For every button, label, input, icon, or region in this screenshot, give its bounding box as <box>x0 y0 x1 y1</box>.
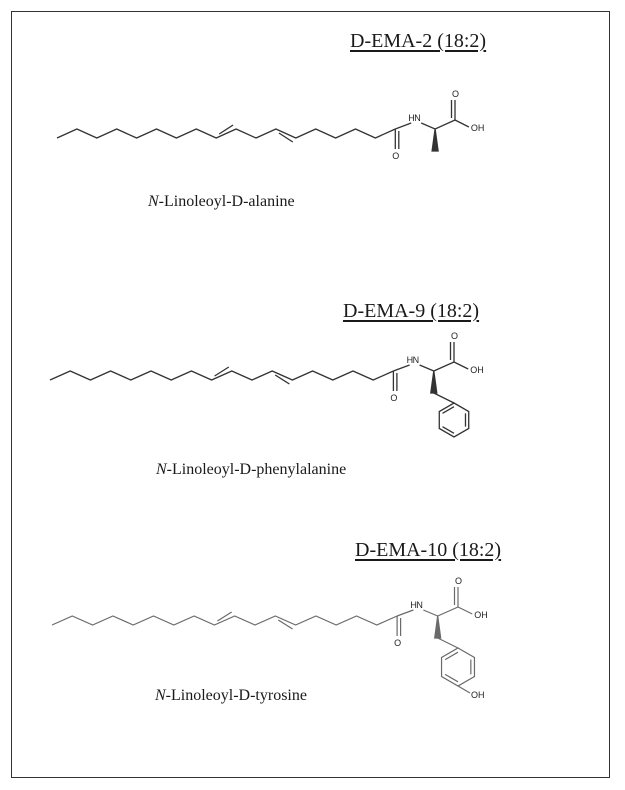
aromatic-double-bond <box>442 406 455 414</box>
carbonyl-oxygen: O <box>390 393 397 403</box>
aromatic-double-bond <box>444 673 459 683</box>
acid-oxygen: O <box>452 89 459 99</box>
acid-hydroxyl: OH <box>470 365 484 375</box>
phenol-hydroxyl: OH <box>471 690 485 700</box>
aromatic-double-bond <box>444 651 459 661</box>
wedge-bond <box>434 615 442 639</box>
double-bond <box>214 366 230 377</box>
amide-h: H <box>410 600 417 610</box>
amide-n: N <box>413 355 420 365</box>
acid-oh-bond <box>457 606 473 615</box>
fatty-acyl-chain <box>49 370 394 381</box>
n-calpha-bond <box>420 122 436 130</box>
carbonyl-oxygen: O <box>392 151 399 161</box>
phenol-bond <box>457 685 471 694</box>
benzyl-bond <box>437 637 459 649</box>
compound-name: N-Linoleoyl-D-alanine <box>148 193 295 210</box>
double-bond <box>274 374 290 385</box>
amide-n: N <box>414 113 421 123</box>
compound-code: D-EMA-10 (18:2) <box>355 539 502 561</box>
amide-h: H <box>407 355 414 365</box>
carbonyl-oxygen: O <box>394 638 401 648</box>
amide-bond <box>393 364 410 372</box>
phenyl-ring <box>438 402 470 438</box>
amide-bond <box>396 609 414 617</box>
aromatic-double-bond <box>442 426 455 434</box>
amide-n: N <box>416 600 423 610</box>
fatty-acyl-chain <box>56 128 396 139</box>
calpha-carboxyl-bond <box>433 361 455 372</box>
n-calpha-bond <box>419 364 435 372</box>
double-bond <box>217 611 233 622</box>
compound-name: N-Linoleoyl-D-tyrosine <box>155 687 307 704</box>
figure-frame <box>11 11 610 778</box>
acid-oxygen: O <box>455 576 462 586</box>
compound-name: N-Linoleoyl-D-phenylalanine <box>156 461 347 478</box>
calpha-carboxyl-bond <box>434 119 456 130</box>
acid-oh-bond <box>453 361 469 370</box>
fatty-acyl-chain <box>51 615 398 626</box>
acid-oxygen: O <box>451 331 458 341</box>
acid-oh-bond <box>454 119 470 128</box>
n-calpha-bond <box>423 609 438 617</box>
calpha-carboxyl-bond <box>437 606 459 617</box>
double-bond <box>218 124 234 135</box>
acid-hydroxyl: OH <box>474 610 488 620</box>
amide-h: H <box>408 113 415 123</box>
compound-code: D-EMA-9 (18:2) <box>343 300 480 322</box>
double-bond <box>278 132 294 143</box>
acid-hydroxyl: OH <box>471 123 485 133</box>
phenyl-ring <box>440 647 476 687</box>
compound-code: D-EMA-2 (18:2) <box>350 30 487 52</box>
wedge-bond <box>431 128 439 152</box>
double-bond <box>277 619 293 630</box>
amide-bond <box>395 122 412 130</box>
benzyl-bond <box>433 392 455 404</box>
